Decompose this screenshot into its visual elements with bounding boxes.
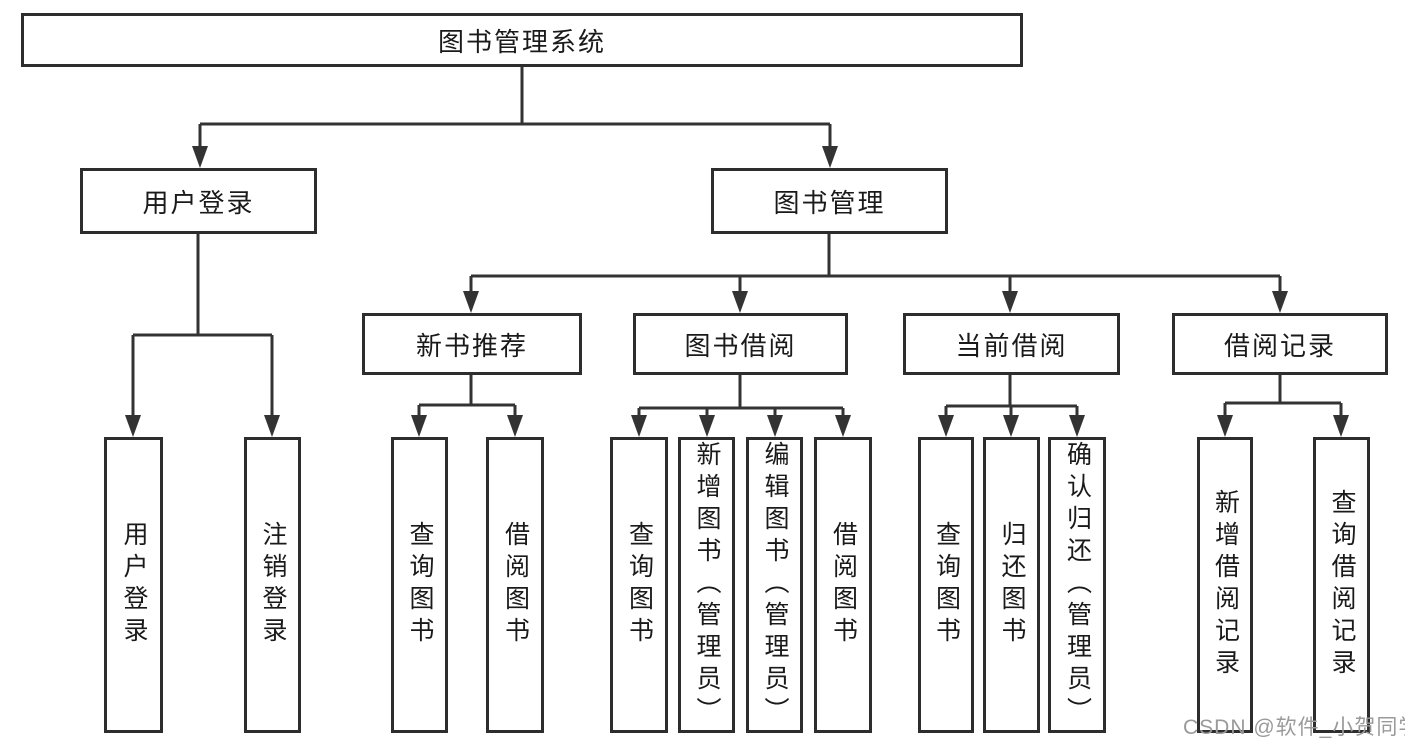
leaf-user-login: 用户登录 (104, 437, 163, 733)
node-book-borrow: 图书借阅 (633, 313, 848, 375)
leaf-confirm-return-admin: 确认归还（管理员） (1048, 437, 1106, 733)
leaf-return-books: 归还图书 (983, 437, 1040, 733)
node-book-management: 图书管理 (711, 168, 948, 234)
csdn-watermark: CSDN @软件_小贺同学 (1183, 716, 1405, 739)
leaf-logout: 注销登录 (244, 437, 301, 733)
node-root-label: 图书管理系统 (437, 26, 606, 57)
leaf-confirm-return-admin-label: 确认归还（管理员） (1063, 441, 1092, 729)
node-borrow-records: 借阅记录 (1172, 313, 1388, 375)
leaf-return-books-label: 归还图书 (998, 521, 1026, 649)
node-borrow-records-label: 借阅记录 (1223, 330, 1336, 361)
leaf-logout-label: 注销登录 (259, 521, 287, 649)
node-user-login-label: 用户登录 (142, 187, 255, 218)
leaf-borrow-books-2: 借阅图书 (814, 437, 872, 733)
leaf-query-books-2-label: 查询图书 (625, 521, 654, 649)
leaf-query-books-2: 查询图书 (610, 437, 668, 733)
node-new-book-recommend: 新书推荐 (362, 313, 582, 375)
node-new-book-recommend-label: 新书推荐 (415, 330, 528, 361)
connector-strokes (131, 65, 1343, 419)
leaf-query-borrow-record-label: 查询借阅记录 (1328, 489, 1356, 681)
leaf-query-books-1: 查询图书 (391, 437, 448, 733)
node-current-borrow: 当前借阅 (903, 313, 1120, 375)
arrowheads (125, 146, 1349, 437)
leaf-add-books-admin-label: 新增图书（管理员） (693, 441, 721, 729)
leaf-add-borrow-record: 新增借阅记录 (1197, 437, 1253, 733)
leaf-user-login-label: 用户登录 (120, 521, 148, 649)
node-root-library-system: 图书管理系统 (21, 13, 1023, 67)
leaf-edit-books-admin-label: 编辑图书（管理员） (761, 441, 789, 729)
node-book-borrow-label: 图书借阅 (684, 330, 797, 361)
node-book-management-label: 图书管理 (773, 187, 886, 218)
leaf-add-books-admin: 新增图书（管理员） (678, 437, 735, 733)
leaf-query-borrow-record: 查询借阅记录 (1313, 437, 1370, 733)
leaf-query-books-3-label: 查询图书 (932, 521, 961, 649)
node-current-borrow-label: 当前借阅 (955, 330, 1068, 361)
leaf-edit-books-admin: 编辑图书（管理员） (746, 437, 803, 733)
leaf-add-borrow-record-label: 新增借阅记录 (1211, 489, 1240, 681)
node-user-login: 用户登录 (80, 168, 317, 234)
leaf-borrow-books-1-label: 借阅图书 (501, 521, 530, 649)
leaf-query-books-3: 查询图书 (918, 437, 974, 733)
leaf-borrow-books-1: 借阅图书 (486, 437, 544, 733)
leaf-query-books-1-label: 查询图书 (406, 521, 434, 649)
leaf-borrow-books-2-label: 借阅图书 (829, 521, 858, 649)
